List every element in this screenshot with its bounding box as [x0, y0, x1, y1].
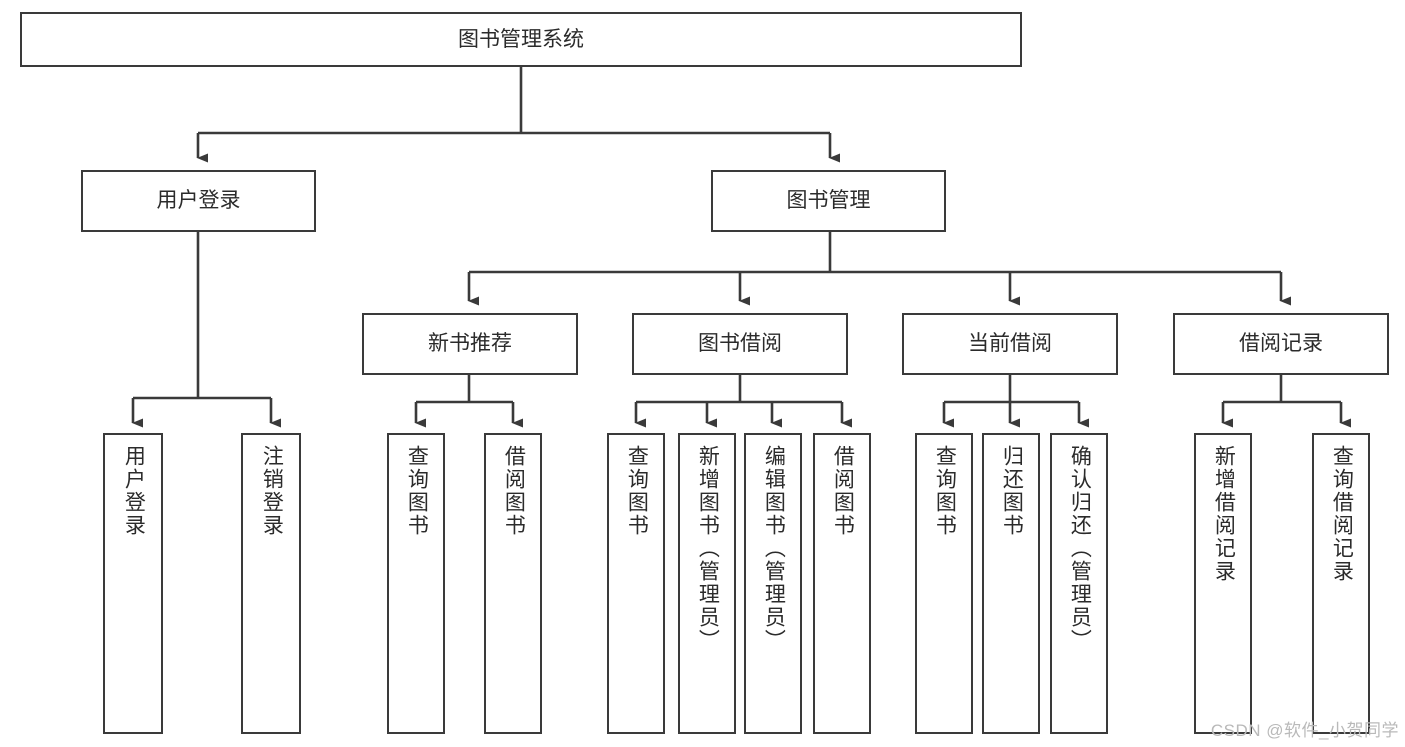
- leaf-label: 查询图书: [625, 445, 649, 537]
- leaf-label: 用户登录: [122, 445, 146, 537]
- node-root-label: 图书管理系统: [458, 27, 584, 51]
- leaf-label: 新增图书（管理员）: [696, 445, 720, 652]
- leaf-user-login-logout[interactable]: 注销登录: [241, 433, 301, 734]
- leaf-label: 借阅图书: [831, 445, 855, 537]
- leaf-label: 查询借阅记录: [1330, 445, 1354, 583]
- leaf-borrow-borrow-book[interactable]: 借阅图书: [813, 433, 871, 734]
- leaf-borrow-query-book[interactable]: 查询图书: [607, 433, 665, 734]
- leaf-label: 借阅图书: [502, 445, 526, 537]
- leaf-label: 确认归还（管理员）: [1068, 445, 1092, 652]
- leaf-label: 注销登录: [260, 445, 284, 537]
- node-borrow-record-label: 借阅记录: [1239, 332, 1323, 356]
- node-book-management-label: 图书管理: [786, 189, 871, 213]
- leaf-label: 编辑图书（管理员）: [762, 445, 786, 652]
- leaf-record-add-record[interactable]: 新增借阅记录: [1194, 433, 1252, 734]
- csdn-watermark: CSDN @软件_小贺同学: [1210, 721, 1399, 740]
- leaf-recommend-borrow-book[interactable]: 借阅图书: [484, 433, 542, 734]
- node-book-borrow-label: 图书借阅: [698, 332, 782, 356]
- leaf-label: 新增借阅记录: [1212, 445, 1236, 583]
- node-user-login-label: 用户登录: [156, 189, 241, 213]
- leaf-recommend-query-book[interactable]: 查询图书: [387, 433, 445, 734]
- leaf-current-query-book[interactable]: 查询图书: [915, 433, 973, 734]
- node-current-borrow[interactable]: 当前借阅: [902, 313, 1118, 375]
- node-user-login[interactable]: 用户登录: [81, 170, 316, 232]
- leaf-label: 查询图书: [405, 445, 429, 537]
- node-book-management[interactable]: 图书管理: [711, 170, 946, 232]
- leaf-label: 归还图书: [1000, 445, 1024, 537]
- node-new-book-recommend-label: 新书推荐: [428, 332, 512, 356]
- leaf-current-return-book[interactable]: 归还图书: [982, 433, 1040, 734]
- node-new-book-recommend[interactable]: 新书推荐: [362, 313, 578, 375]
- leaf-borrow-add-book-admin[interactable]: 新增图书（管理员）: [678, 433, 736, 734]
- leaf-label: 查询图书: [933, 445, 957, 537]
- leaf-current-confirm-return-admin[interactable]: 确认归还（管理员）: [1050, 433, 1108, 734]
- node-current-borrow-label: 当前借阅: [968, 332, 1052, 356]
- leaf-user-login-login[interactable]: 用户登录: [103, 433, 163, 734]
- node-root[interactable]: 图书管理系统: [20, 12, 1022, 67]
- leaf-record-query-record[interactable]: 查询借阅记录: [1312, 433, 1370, 734]
- node-borrow-record[interactable]: 借阅记录: [1173, 313, 1389, 375]
- node-book-borrow[interactable]: 图书借阅: [632, 313, 848, 375]
- leaf-borrow-edit-book-admin[interactable]: 编辑图书（管理员）: [744, 433, 802, 734]
